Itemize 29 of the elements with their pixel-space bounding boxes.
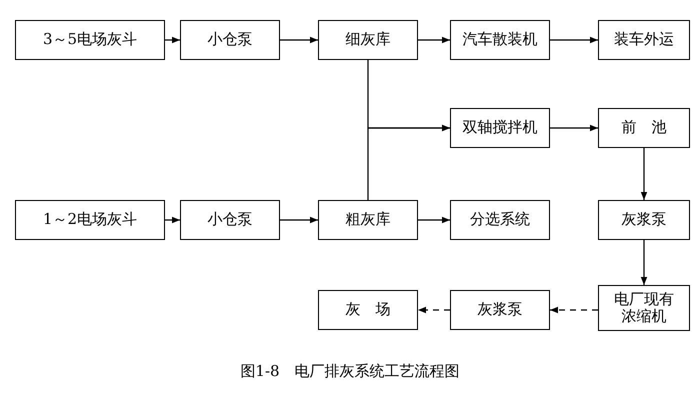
arrow — [280, 216, 318, 224]
arrow — [550, 306, 598, 314]
process-box: 灰浆泵 — [450, 290, 550, 330]
process-box: 双轴搅拌机 — [450, 108, 550, 148]
arrow — [280, 36, 318, 44]
process-box: 3～5电场灰斗 — [15, 20, 165, 60]
arrow — [640, 240, 648, 285]
process-box: 电厂现有浓缩机 — [598, 285, 690, 331]
process-box: 小仓泵 — [180, 20, 280, 60]
arrow — [165, 36, 180, 44]
process-box: 灰 场 — [318, 290, 418, 330]
process-box: 粗灰库 — [318, 200, 418, 240]
arrow — [550, 124, 598, 132]
process-box: 汽车散装机 — [450, 20, 550, 60]
arrow — [367, 124, 450, 200]
process-box: 装车外运 — [598, 20, 690, 60]
process-box: 前 池 — [598, 108, 690, 148]
figure-caption: 图1-8 电厂排灰系统工艺流程图 — [239, 362, 461, 381]
process-box: 小仓泵 — [180, 200, 280, 240]
process-box: 细灰库 — [318, 20, 418, 60]
process-box: 灰浆泵 — [598, 200, 690, 240]
process-box: 1～2电场灰斗 — [15, 200, 165, 240]
arrow — [418, 36, 450, 44]
arrow — [640, 148, 648, 200]
arrow — [418, 306, 450, 314]
arrow — [550, 36, 598, 44]
arrow — [418, 216, 450, 224]
process-box: 分选系统 — [450, 200, 550, 240]
arrow — [165, 216, 180, 224]
